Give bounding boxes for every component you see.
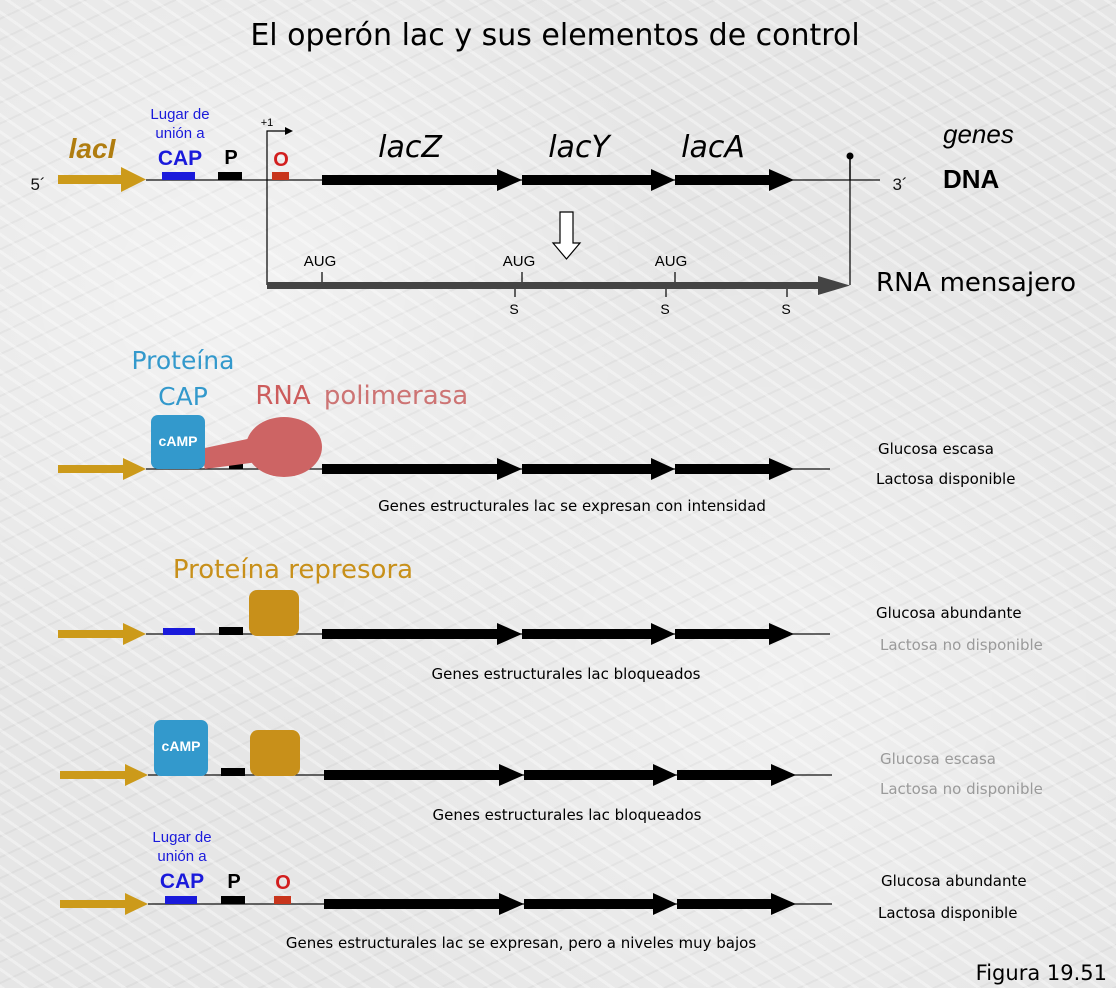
operator-box: [272, 172, 289, 180]
cap-site-label-line3: CAP: [158, 147, 202, 170]
cap-protein-label-line2: CAP: [158, 382, 208, 411]
camp-label: cAMP: [159, 433, 198, 449]
cap-site-label-line1: Lugar de: [150, 106, 209, 123]
result-text: Genes estructurales lac bloqueados: [433, 806, 702, 824]
laci-arrow: [58, 458, 146, 480]
gene-laca-arrow: [675, 458, 794, 480]
rna-polymerase-label-rna: RNA: [255, 381, 311, 411]
operator-label: O: [273, 149, 289, 171]
gene-lacz-arrow: [324, 764, 524, 786]
mrna-arrow: [267, 276, 850, 295]
laci-label: lacI: [69, 133, 117, 164]
promoter-label: P: [227, 871, 240, 893]
promoter-box: [221, 896, 245, 904]
gene-lacy-arrow: [522, 623, 675, 645]
three-prime-label: 3´: [892, 175, 907, 194]
top-panel: 5´ lacI Lugar de unión a CAP P O +1: [30, 106, 1076, 317]
condition-glucose: Glucosa abundante: [881, 872, 1027, 890]
gene-lacy-label: lacY: [548, 130, 612, 165]
condition-lactose: Lactosa no disponible: [880, 636, 1043, 654]
condition-glucose: Glucosa escasa: [878, 440, 994, 458]
panel-high-expression: Proteína CAP RNA polimerasa cAMP Genes e…: [58, 346, 1015, 515]
condition-lactose: Lactosa disponible: [878, 904, 1017, 922]
cap-protein-label-line1: Proteína: [132, 346, 235, 375]
condition-lactose: Lactosa disponible: [876, 470, 1015, 488]
gene-lacy-arrow: [522, 169, 675, 191]
figure-label: Figura 19.51: [976, 961, 1107, 985]
transcription-arrow-icon: [551, 211, 582, 260]
result-text: Genes estructurales lac bloqueados: [432, 665, 701, 683]
rna-polymerase-neck: [200, 438, 258, 469]
gene-lacz-arrow: [322, 623, 522, 645]
rna-polymerase-label-polimerasa: polimerasa: [324, 381, 468, 411]
aug-label: AUG: [503, 253, 536, 270]
result-text: Genes estructurales lac se expresan con …: [378, 497, 766, 515]
promoter-box: [219, 627, 243, 635]
gene-lacz-label: lacZ: [378, 130, 443, 165]
panel-low-expression: Lugar de unión a CAP P O Genes estructur…: [60, 829, 1027, 952]
panel-blocked-low-glucose: cAMP Genes estructurales lac bloqueados …: [60, 720, 1043, 824]
five-prime-label: 5´: [30, 175, 45, 194]
condition-glucose: Glucosa escasa: [880, 750, 996, 768]
gene-lacz-arrow: [322, 458, 522, 480]
aug-label: AUG: [304, 253, 337, 270]
repressor-protein-box: [250, 730, 300, 776]
genes-label: genes: [943, 119, 1014, 149]
operator-label: O: [275, 872, 291, 894]
rna-polymerase-shape: [246, 417, 322, 477]
cap-binding-site: [163, 628, 195, 635]
gene-lacz-arrow: [324, 893, 524, 915]
promoter-box: [229, 461, 243, 469]
panel-repressed: Proteína represora Genes estructurales l…: [58, 555, 1043, 683]
cap-binding-site: [165, 896, 197, 904]
stop-label: S: [781, 301, 790, 317]
gene-laca-arrow: [675, 169, 794, 191]
result-text: Genes estructurales lac se expresan, per…: [286, 934, 756, 952]
condition-glucose: Glucosa abundante: [876, 604, 1022, 622]
gene-lacy-arrow: [524, 893, 677, 915]
condition-lactose: Lactosa no disponible: [880, 780, 1043, 798]
cap-site-label-line2: unión a: [157, 848, 207, 865]
aug-label: AUG: [655, 253, 688, 270]
transcription-start-marker: [266, 130, 287, 180]
repressor-protein-box: [249, 590, 299, 636]
cap-site-label-line3: CAP: [160, 870, 204, 893]
stop-label: S: [660, 301, 669, 317]
cap-protein-box: [151, 415, 205, 469]
cap-site-label-line1: Lugar de: [152, 829, 211, 846]
cap-site-label-line2: unión a: [155, 125, 205, 142]
operator-box: [274, 896, 291, 904]
gene-laca-arrow: [677, 893, 796, 915]
stop-label: S: [509, 301, 518, 317]
gene-laca-label: lacA: [681, 130, 745, 165]
gene-laca-arrow: [675, 623, 794, 645]
laci-arrow: [58, 167, 146, 192]
laci-arrow: [60, 764, 148, 786]
laci-arrow: [60, 893, 148, 915]
gene-lacz-arrow: [322, 169, 522, 191]
page-title: El operón lac y sus elementos de control: [250, 18, 859, 53]
mrna-label: RNA mensajero: [876, 268, 1076, 298]
repressor-protein-label: Proteína represora: [173, 555, 413, 585]
gene-laca-arrow: [677, 764, 796, 786]
laci-arrow: [58, 623, 146, 645]
gene-lacy-arrow: [524, 764, 677, 786]
promoter-box: [221, 768, 245, 776]
promoter-label: P: [224, 147, 237, 169]
promoter-box: [218, 172, 242, 180]
start-plus1-label: +1: [261, 117, 274, 129]
cap-protein-box: [154, 720, 208, 776]
cap-binding-site: [162, 172, 195, 180]
gene-lacy-arrow: [522, 458, 675, 480]
dna-label: DNA: [943, 164, 1000, 194]
camp-label: cAMP: [162, 738, 201, 754]
